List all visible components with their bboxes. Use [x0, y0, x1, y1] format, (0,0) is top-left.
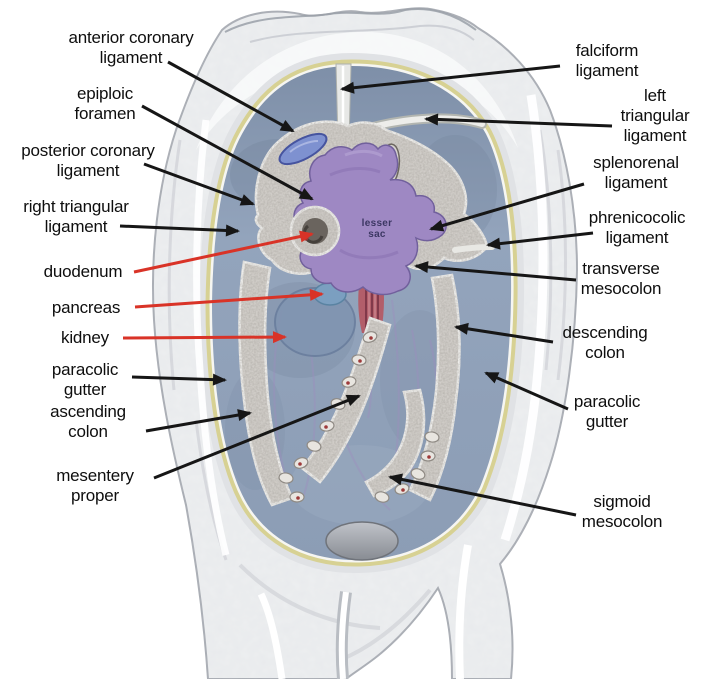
label-mesentery-proper: mesentery proper	[56, 466, 134, 505]
label-epiploic-foramen: epiploic foramen	[74, 84, 136, 123]
arrow-right-triangular-ligament	[119, 224, 240, 237]
label-posterior-coronary-ligament: posterior coronary ligament	[21, 141, 155, 180]
top-contour-line-2	[249, 24, 475, 43]
bowel-loop	[306, 440, 322, 452]
label-kidney: kidney	[61, 328, 109, 347]
arrow-kidney	[122, 331, 287, 344]
arrow-transverse-mesocolon	[414, 261, 577, 282]
label-ascending-colon: ascending colon	[50, 402, 126, 441]
right-flank-streak	[538, 129, 567, 381]
pelvis-shading	[238, 563, 432, 662]
duodenum-ring	[289, 205, 341, 257]
left-leg-gap	[257, 592, 286, 679]
label-transverse-mesocolon: transverse mesocolon	[580, 259, 662, 298]
left-flank-gap	[193, 119, 230, 556]
bowel-loop	[424, 431, 440, 443]
label-paracolic-gutter-left: paracolic gutter	[51, 360, 119, 399]
label-splenorenal-ligament: splenorenal ligament	[593, 153, 679, 192]
label-lesser-sac: lesser sac	[361, 218, 393, 240]
arrow-left-triangular-ligament	[424, 113, 613, 128]
arrow-epiploic-foramen	[141, 104, 314, 201]
arrow-anterior-coronary-ligament	[167, 60, 295, 133]
label-right-triangular-ligament: right triangular ligament	[23, 197, 129, 236]
bowel-loop-dots	[296, 336, 431, 500]
bladder-shape	[325, 521, 399, 561]
bowel-loop	[278, 472, 294, 484]
bowel-loop	[410, 468, 426, 480]
arrow-posterior-coronary-ligament	[143, 162, 255, 206]
label-pancreas: pancreas	[51, 298, 121, 317]
bowel-loop	[374, 491, 390, 503]
top-contour-line	[224, 8, 477, 33]
arrow-paracolic-gutter-right	[484, 371, 569, 411]
label-paracolic-gutter-right: paracolic gutter	[573, 392, 641, 431]
arrow-paracolic-gutter-left	[131, 373, 227, 386]
label-descending-colon: descending colon	[562, 323, 648, 362]
label-phrenicocolic-ligament: phrenicocolic ligament	[588, 208, 686, 247]
arrow-ascending-colon	[145, 409, 252, 433]
arrow-duodenum	[133, 230, 314, 274]
cavity-contents	[225, 63, 497, 561]
sigmoid-mesocolon-band	[364, 388, 426, 498]
arrow-pancreas	[134, 288, 324, 309]
label-anterior-coronary-ligament: anterior coronary ligament	[68, 28, 194, 67]
label-duodenum: duodenum	[43, 262, 123, 281]
arrow-phrenicocolic-ligament	[486, 231, 594, 250]
lesser-sac-region	[293, 142, 447, 296]
arrow-descending-colon	[454, 322, 554, 344]
label-left-triangular-ligament: left triangular ligament	[620, 86, 690, 145]
label-falciform-ligament: falciform ligament	[575, 41, 639, 80]
arrow-splenorenal-ligament	[429, 182, 585, 232]
arrow-falciform-ligament	[340, 64, 561, 94]
arrow-mesentery-proper	[153, 394, 361, 480]
label-sigmoid-mesocolon: sigmoid mesocolon	[581, 492, 663, 531]
right-flank-gap	[500, 94, 548, 542]
descending-colon-band	[408, 273, 461, 502]
arrow-sigmoid-mesocolon	[388, 473, 577, 517]
chest-arch-highlight	[196, 31, 518, 150]
right-leg-gap	[455, 544, 472, 679]
gluteal-cleft	[338, 591, 349, 679]
